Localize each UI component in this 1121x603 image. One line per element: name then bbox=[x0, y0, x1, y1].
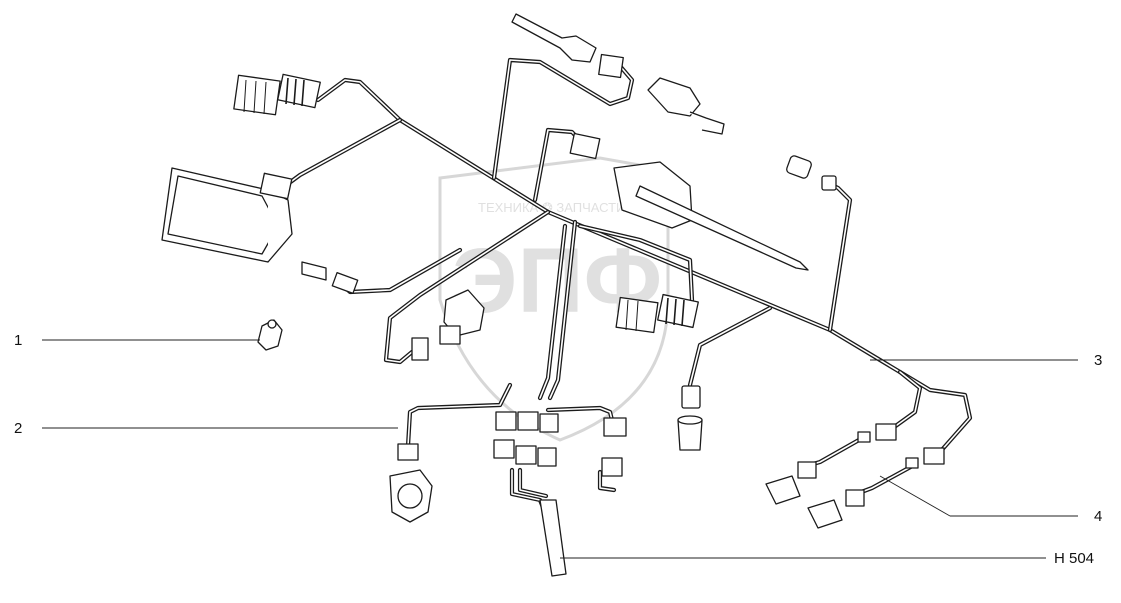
relay-junction bbox=[493, 411, 627, 477]
steering-column-switch bbox=[511, 13, 725, 135]
watermark-top-text: ТЕХНИКА ❂ ЗАПЧАСТИ bbox=[478, 200, 625, 215]
leader-lines bbox=[42, 339, 1078, 559]
horn-sensor bbox=[389, 443, 433, 523]
lower-right-sensors bbox=[765, 423, 945, 529]
left-small-sensor bbox=[301, 261, 359, 294]
right-top-sensor bbox=[786, 155, 837, 191]
wiper-motor bbox=[613, 161, 809, 271]
pressure-sensor bbox=[677, 385, 703, 451]
instrument-cluster bbox=[161, 167, 293, 263]
callout-2: 2 bbox=[14, 420, 23, 437]
callout-h504: H 504 bbox=[1054, 550, 1095, 567]
connector-top-middle bbox=[569, 132, 601, 160]
clip-part-1 bbox=[257, 319, 283, 351]
connector-left bbox=[259, 172, 293, 200]
connector-block-left-top bbox=[233, 73, 321, 116]
conduit-h504 bbox=[539, 499, 567, 577]
callout-1: 1 bbox=[14, 332, 23, 349]
callout-4: 4 bbox=[1094, 508, 1103, 525]
callout-3: 3 bbox=[1094, 352, 1103, 369]
connector-block-mid-right bbox=[615, 293, 699, 334]
bracket-center-left bbox=[411, 289, 485, 361]
